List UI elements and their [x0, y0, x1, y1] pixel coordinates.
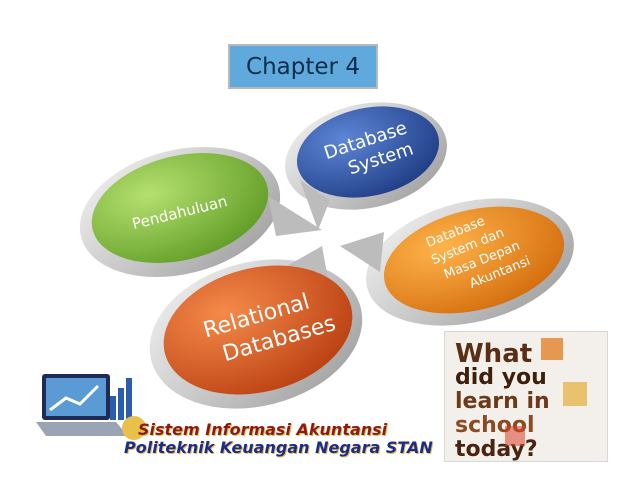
what-did-you-learn-image: What did you learn in school today? — [444, 331, 608, 462]
petal-database-system-masa-depan: Database System dan Masa Depan Akuntansi — [340, 198, 574, 326]
chapter-title-box: Chapter 4 — [228, 44, 378, 89]
svg-text:learn in: learn in — [455, 389, 550, 414]
petal-relational-databases: Relational Databases — [149, 246, 363, 409]
svg-text:What: What — [455, 339, 532, 369]
logo-subtitle: Politeknik Keuangan Negara STAN — [124, 438, 433, 457]
sia-logo-laptop-icon — [36, 374, 146, 440]
chapter-title: Chapter 4 — [246, 53, 360, 80]
what-did-you-learn-graphic: What did you learn in school today? — [455, 338, 587, 462]
petal-pendahuluan: Pendahuluan — [79, 146, 322, 278]
svg-text:did you: did you — [455, 365, 547, 390]
svg-text:today?: today? — [455, 437, 538, 462]
petal-database-system: Database System — [285, 102, 447, 230]
logo-title: Sistem Informasi Akuntansi — [138, 420, 388, 439]
